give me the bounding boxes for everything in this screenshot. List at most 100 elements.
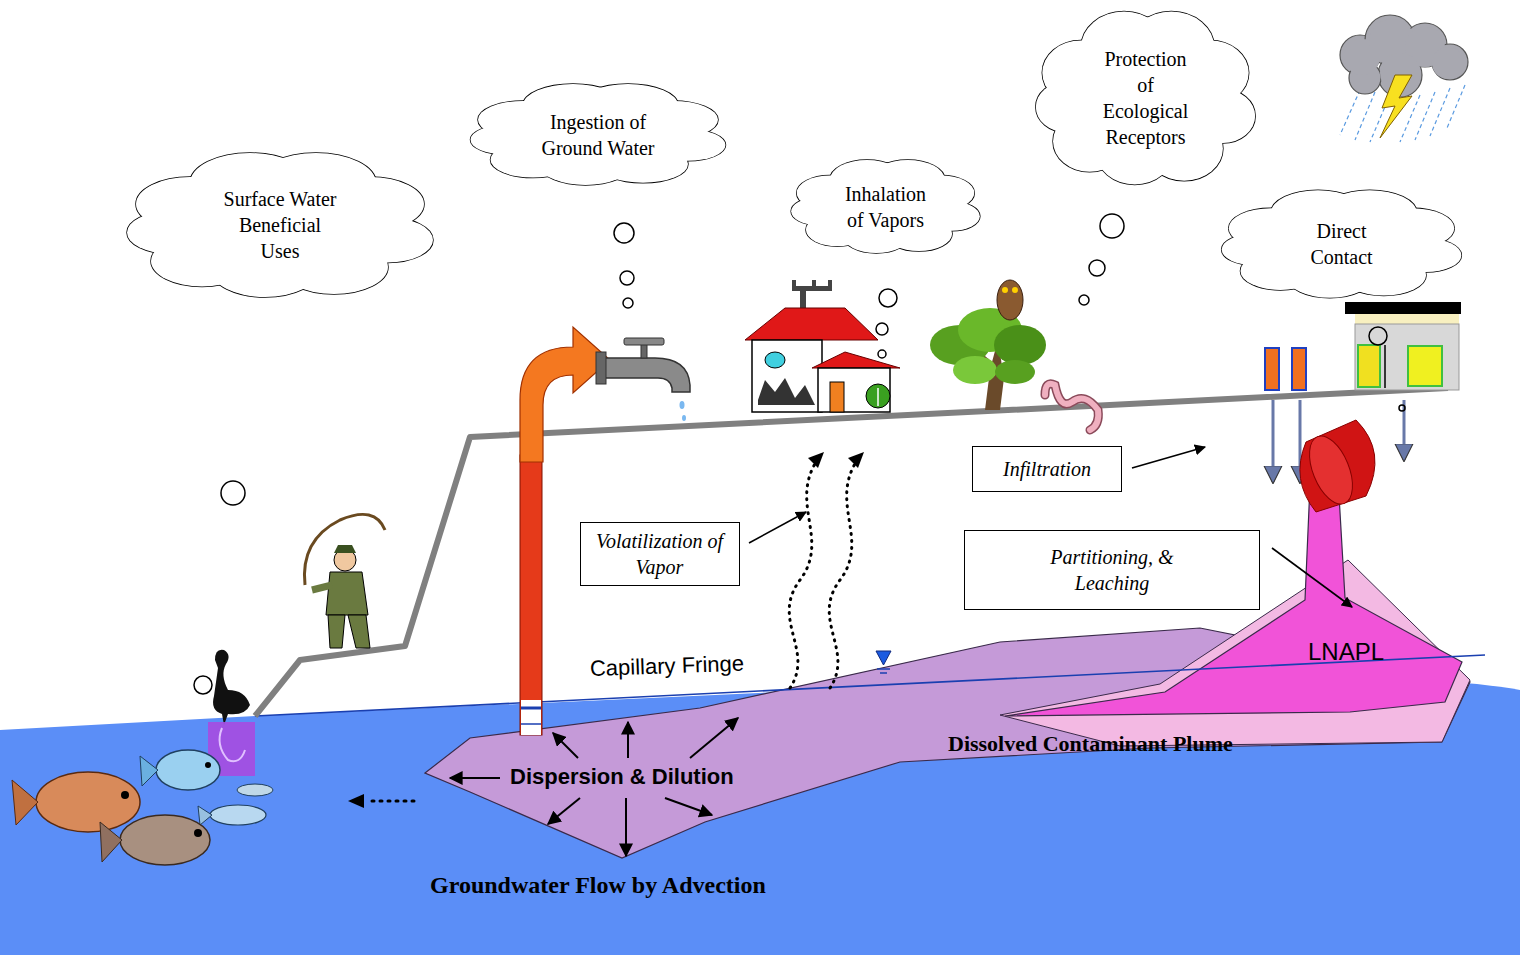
faucet bbox=[596, 338, 690, 421]
fish bbox=[205, 762, 211, 768]
water-table bbox=[880, 672, 887, 674]
tree-with-owl bbox=[930, 280, 1046, 410]
faucet bbox=[680, 401, 685, 409]
dispersion-arrows bbox=[450, 777, 500, 779]
faucet bbox=[624, 338, 664, 345]
thought-bubbles bbox=[876, 323, 888, 335]
vapor-arrowheads bbox=[808, 452, 824, 468]
bird bbox=[220, 728, 245, 761]
ground-surface bbox=[255, 388, 1448, 716]
building bbox=[1399, 405, 1405, 411]
tree-with-owl bbox=[995, 360, 1035, 384]
house bbox=[792, 280, 796, 288]
process-label-box: Volatilization of Vapor bbox=[580, 522, 740, 586]
signs bbox=[1292, 348, 1306, 390]
house bbox=[812, 352, 900, 368]
fisherman bbox=[348, 615, 370, 648]
fish bbox=[194, 829, 202, 837]
thought-bubbles bbox=[614, 223, 634, 243]
fish bbox=[120, 815, 210, 865]
storm-cloud bbox=[1340, 15, 1468, 142]
dispersion-arrows bbox=[690, 718, 738, 758]
ground-surface bbox=[255, 388, 1448, 716]
house bbox=[818, 368, 890, 412]
diagram-label: Dispersion & Dilution bbox=[510, 764, 734, 790]
thought-bubbles bbox=[1089, 260, 1105, 276]
fish bbox=[121, 791, 129, 799]
faucet bbox=[641, 344, 647, 358]
building bbox=[1358, 345, 1380, 387]
fisherman bbox=[312, 585, 332, 590]
fish bbox=[237, 784, 273, 796]
thought-bubbles bbox=[620, 271, 634, 285]
dispersion-arrows bbox=[548, 798, 580, 824]
storm-cloud bbox=[1340, 90, 1360, 135]
box-label: Infiltration bbox=[1003, 456, 1091, 482]
cloud-text: Ingestion of Ground Water bbox=[533, 109, 663, 161]
cloud-fill bbox=[1257, 210, 1426, 279]
leader-lines bbox=[749, 512, 806, 543]
vapor-arrowheads bbox=[808, 452, 864, 468]
faucet bbox=[600, 358, 690, 392]
dispersion-arrows bbox=[450, 718, 738, 856]
faucet bbox=[682, 415, 686, 421]
tree-with-owl bbox=[953, 356, 997, 384]
tree-with-owl bbox=[1012, 287, 1018, 293]
well-pipe bbox=[520, 455, 542, 735]
advection-arrow bbox=[348, 794, 364, 808]
thought-bubbles bbox=[879, 289, 897, 307]
thought-cloud bbox=[473, 82, 723, 187]
cloud-text: Surface Water Beneficial Uses bbox=[220, 186, 341, 264]
dispersion-arrows bbox=[625, 798, 627, 856]
water-table bbox=[876, 651, 891, 665]
fish bbox=[36, 772, 140, 832]
thought-cloud-node: Inhalation of Vapors bbox=[793, 158, 978, 255]
storm-cloud bbox=[1380, 75, 1412, 138]
tree-with-owl bbox=[997, 280, 1023, 320]
fisherman bbox=[326, 572, 368, 615]
vapor-paths bbox=[829, 462, 856, 688]
worm bbox=[1045, 384, 1098, 430]
signs bbox=[1265, 348, 1306, 390]
storm-cloud bbox=[1432, 47, 1464, 79]
thought-bubbles bbox=[194, 676, 212, 694]
house bbox=[877, 388, 879, 406]
thought-bubbles bbox=[1079, 295, 1089, 305]
thought-cloud bbox=[1038, 8, 1253, 188]
thought-cloud bbox=[793, 158, 978, 255]
well-pipe bbox=[521, 723, 541, 725]
well-pipe bbox=[521, 700, 541, 735]
cloud-text: Inhalation of Vapors bbox=[836, 181, 936, 233]
fish bbox=[156, 750, 220, 790]
building bbox=[1369, 327, 1387, 345]
diagram-label: Dissolved Contaminant Plume bbox=[948, 731, 1233, 757]
advection-arrow bbox=[372, 800, 420, 803]
building bbox=[1355, 314, 1459, 324]
vapor-paths bbox=[789, 462, 856, 688]
fish bbox=[198, 806, 212, 825]
thought-cloud-node: Ingestion of Ground Water bbox=[473, 82, 723, 187]
water-table bbox=[255, 651, 1485, 716]
cloud-fill bbox=[172, 180, 388, 273]
fisherman bbox=[328, 615, 345, 648]
cloud-text: Protection of Ecological Receptors bbox=[1096, 46, 1196, 150]
cloud-fill bbox=[819, 177, 952, 237]
fish bbox=[12, 780, 38, 825]
leader-lines bbox=[1272, 548, 1352, 607]
thought-bubbles bbox=[623, 298, 633, 308]
thought-cloud-node: Direct Contact bbox=[1224, 188, 1459, 300]
storm-cloud bbox=[1447, 85, 1465, 128]
dispersion-arrows bbox=[665, 798, 712, 815]
house bbox=[828, 280, 832, 288]
worm bbox=[1045, 384, 1098, 430]
leaking-drum bbox=[1300, 420, 1375, 512]
house bbox=[830, 382, 844, 412]
process-label-box: Infiltration bbox=[972, 446, 1122, 492]
house bbox=[866, 384, 890, 408]
house bbox=[752, 340, 822, 412]
leaking-drum bbox=[1300, 420, 1375, 512]
storm-cloud bbox=[1430, 88, 1450, 136]
building bbox=[1355, 324, 1459, 390]
cloud-text: Direct Contact bbox=[1302, 218, 1382, 270]
